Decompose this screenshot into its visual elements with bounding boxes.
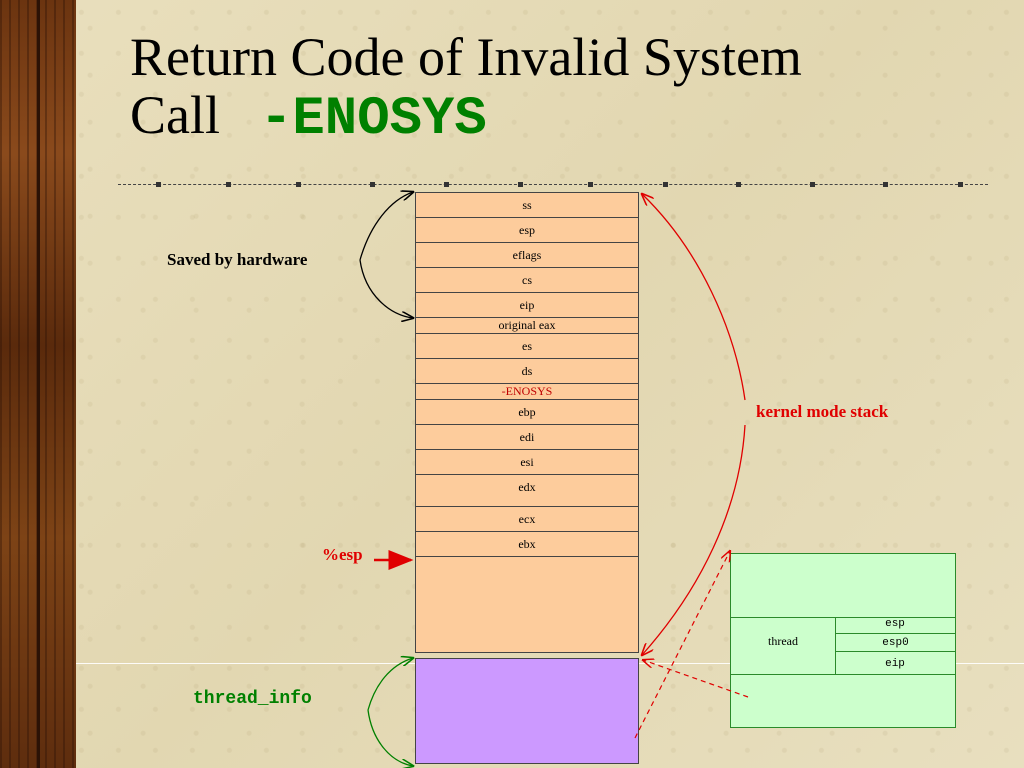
stack-cell-ecx: ecx [415,506,639,531]
stack-cell-edx: edx [415,474,639,506]
esp0-dashed-arrow [643,660,749,698]
stack-free-space [415,556,639,653]
kernel-stack-arrow-top [642,194,746,401]
thread-field-eip: eip [885,658,905,670]
thread-info-arrow-top [367,658,413,711]
stack-cell-original-eax: original eax [415,317,639,333]
stack-cell-eip: eip [415,292,639,317]
stack-cell-cs: cs [415,267,639,292]
esp-dashed-arrow [634,551,730,739]
title-line1: Return Code of Invalid System [130,27,802,87]
stack-cell-eflags: eflags [415,242,639,267]
title-code: -ENOSYS [260,89,487,150]
esp-pointer-label: %esp [322,545,363,564]
thread-info-label: thread_info [193,689,312,709]
stack-cell-edi: edi [415,424,639,449]
thread-struct-box: thread esp esp0 eip [730,553,956,728]
stack-cell-ebx: ebx [415,531,639,556]
title-line2: Call [130,85,220,145]
saved-by-hardware-label: Saved by hardware [167,250,308,269]
stack-cell-ebp: ebp [415,399,639,424]
stack-cell-esi: esi [415,449,639,474]
stack-cell-ss: ss [415,192,639,217]
stack-cell-esp: esp [415,217,639,242]
wood-sidebar [0,0,76,768]
slide-title: Return Code of Invalid System Call -ENOSY… [130,28,990,149]
thread-label: thread [768,634,798,648]
kernel-mode-stack-label: kernel mode stack [756,402,889,421]
thread-info-arrow-bottom [367,709,413,766]
thread-field-esp0: esp0 [835,633,955,652]
stack-cell-enosys: -ENOSYS [415,383,639,399]
title-divider [118,182,988,187]
thread-info-block [415,658,639,764]
thread-field-esp: esp [885,618,905,630]
hardware-arrow-top [359,192,413,261]
hardware-arrow-bottom [359,259,413,318]
stack-cell-ds: ds [415,358,639,383]
kernel-stack-arrow-bottom [642,424,746,655]
stack-cell-es: es [415,333,639,358]
